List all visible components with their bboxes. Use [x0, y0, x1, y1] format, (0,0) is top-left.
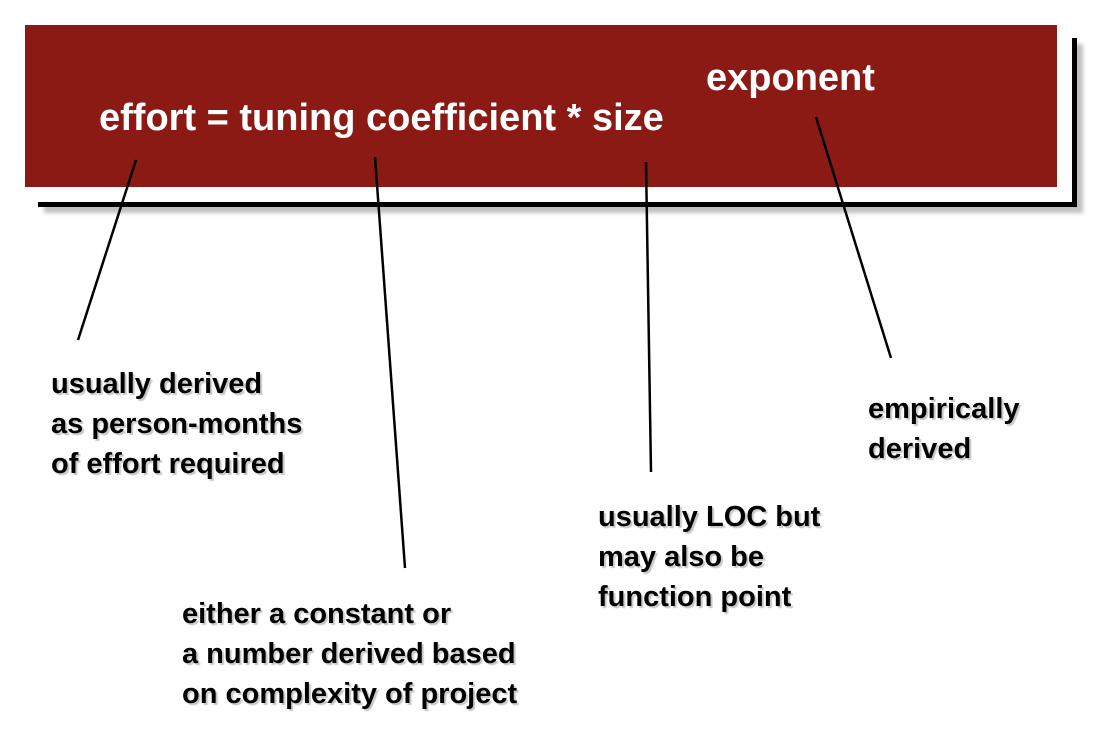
- formula-banner: [25, 25, 1057, 187]
- exponent-annotation: empirically derived: [868, 389, 1020, 469]
- effort-annotation-line: usually derived: [51, 368, 263, 400]
- size-annotation-line: usually LOC but: [598, 501, 821, 533]
- connector-exponent: [814, 116, 893, 359]
- size-annotation-line: may also be: [598, 541, 765, 573]
- effort-annotation-line: as person-months: [51, 408, 303, 440]
- coefficient-annotation-line: either a constant or: [182, 598, 452, 630]
- exponent-label: exponent: [706, 57, 875, 99]
- coefficient-annotation-line: a number derived based: [182, 638, 516, 670]
- size-annotation-line: function point: [598, 581, 792, 613]
- exponent-annotation-line: derived: [868, 433, 972, 465]
- effort-annotation: usually derived as person-months of effo…: [51, 364, 302, 484]
- exponent-annotation-line: empirically: [868, 393, 1020, 425]
- effort-formula: effort = tuning coefficient * size: [99, 97, 664, 139]
- size-annotation: usually LOC but may also be function poi…: [598, 497, 820, 617]
- connector-effort: [76, 159, 138, 341]
- coefficient-annotation: either a constant or a number derived ba…: [182, 594, 517, 714]
- connector-size: [644, 161, 653, 473]
- effort-annotation-line: of effort required: [51, 448, 285, 480]
- connector-coefficient: [373, 156, 407, 569]
- coefficient-annotation-line: on complexity of project: [182, 678, 518, 710]
